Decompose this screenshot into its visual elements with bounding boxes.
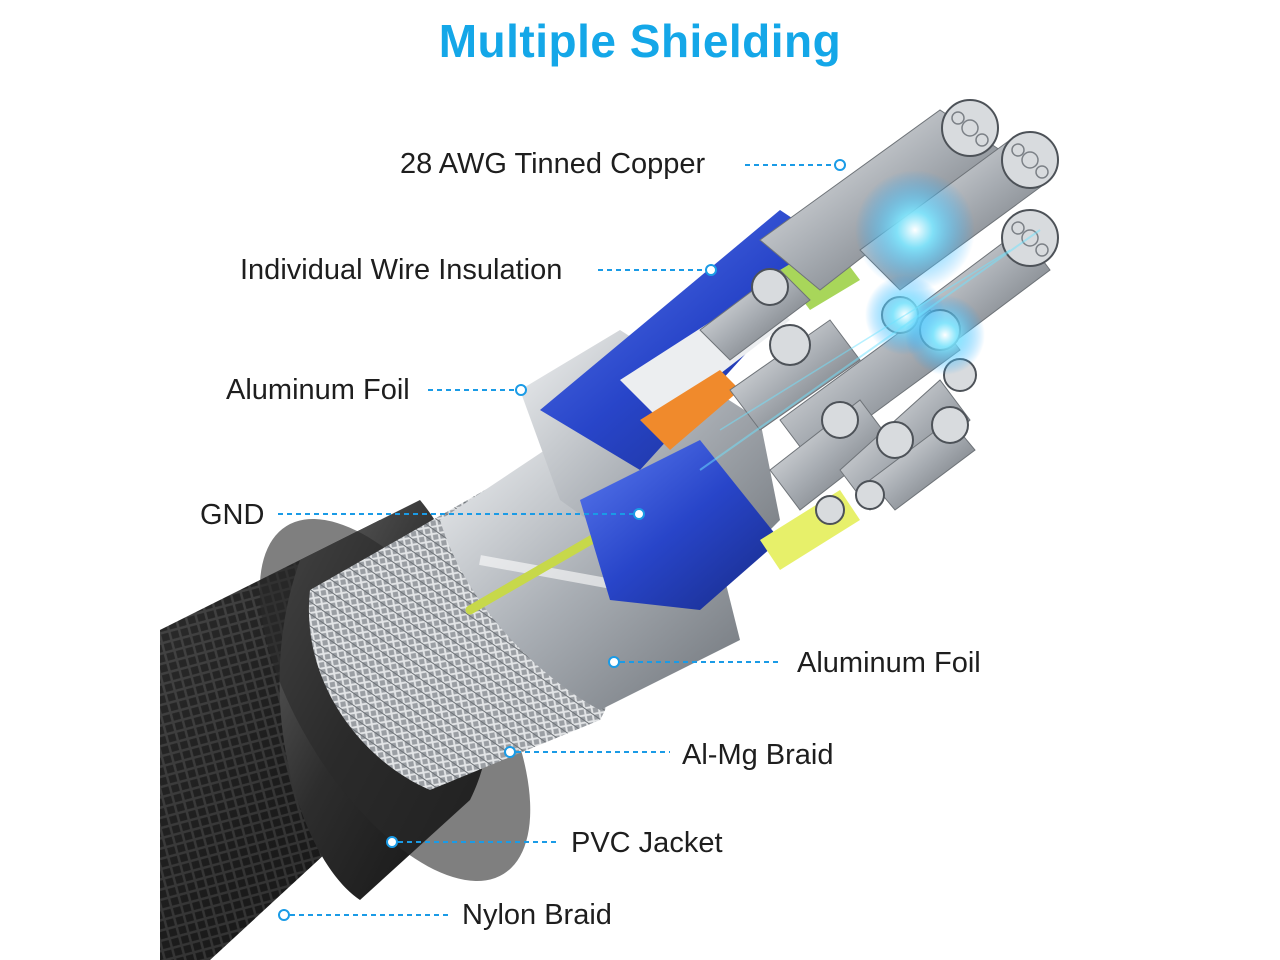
ring-dot-icon bbox=[278, 909, 290, 921]
label-pvc-jacket: PVC Jacket bbox=[571, 827, 723, 859]
ring-dot-icon bbox=[386, 836, 398, 848]
label-aluminum-foil-inner: Aluminum Foil bbox=[226, 374, 410, 406]
ring-dot-icon bbox=[515, 384, 527, 396]
ring-dot-icon bbox=[608, 656, 620, 668]
label-al-mg-braid: Al-Mg Braid bbox=[682, 739, 834, 771]
label-gnd: GND bbox=[200, 499, 265, 531]
ring-dot-icon bbox=[633, 508, 645, 520]
leader-dots bbox=[278, 159, 846, 921]
label-tinned-copper: 28 AWG Tinned Copper bbox=[400, 148, 706, 180]
label-aluminum-foil-outer: Aluminum Foil bbox=[797, 647, 981, 679]
page-title: Multiple Shielding bbox=[438, 15, 842, 67]
ring-dot-icon bbox=[705, 264, 717, 276]
ring-dot-icon bbox=[834, 159, 846, 171]
label-nylon-braid: Nylon Braid bbox=[462, 899, 612, 931]
label-wire-insulation: Individual Wire Insulation bbox=[240, 254, 563, 286]
ring-dot-icon bbox=[504, 746, 516, 758]
leader-lines bbox=[278, 164, 835, 916]
